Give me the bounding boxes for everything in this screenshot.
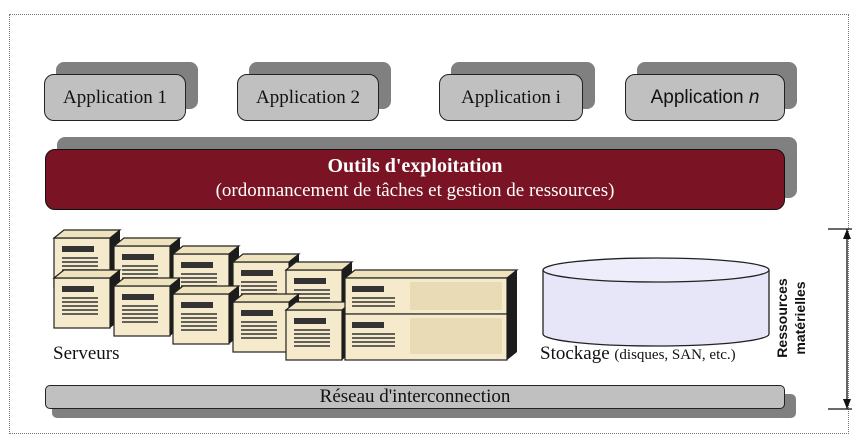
tools-bar: Outils d'exploitation (ordonnancement de… [45,149,785,210]
application-i-label: Application i [461,86,561,108]
application-1-box: Application 1 [44,74,186,121]
server-unit [285,301,353,361]
servers-label: Serveurs [53,343,120,364]
application-1-label: Application 1 [63,86,167,108]
application-n-label: Application n [650,86,760,108]
storage-label: Stockage (disques, SAN, etc.) [540,343,736,364]
network-label: Réseau d'interconnection [319,386,511,407]
diagram-frame [9,14,849,434]
application-2-box: Application 2 [237,74,379,121]
application-i-box: Application i [439,74,583,121]
server-unit [172,285,240,345]
server-unit [113,277,181,337]
resources-arrow [828,228,852,410]
server-front-unit [343,269,519,361]
server-unit [53,269,121,329]
application-n-box: Application n [625,74,785,121]
storage-cylinder [542,257,770,347]
application-2-label: Application 2 [256,86,360,108]
tools-title: Outils d'exploitation [327,155,503,177]
resources-label: Ressources matérielles [774,278,808,358]
tools-subtitle: (ordonnancement de tâches et gestion de … [215,180,615,201]
network-bar: Réseau d'interconnection [45,385,785,409]
